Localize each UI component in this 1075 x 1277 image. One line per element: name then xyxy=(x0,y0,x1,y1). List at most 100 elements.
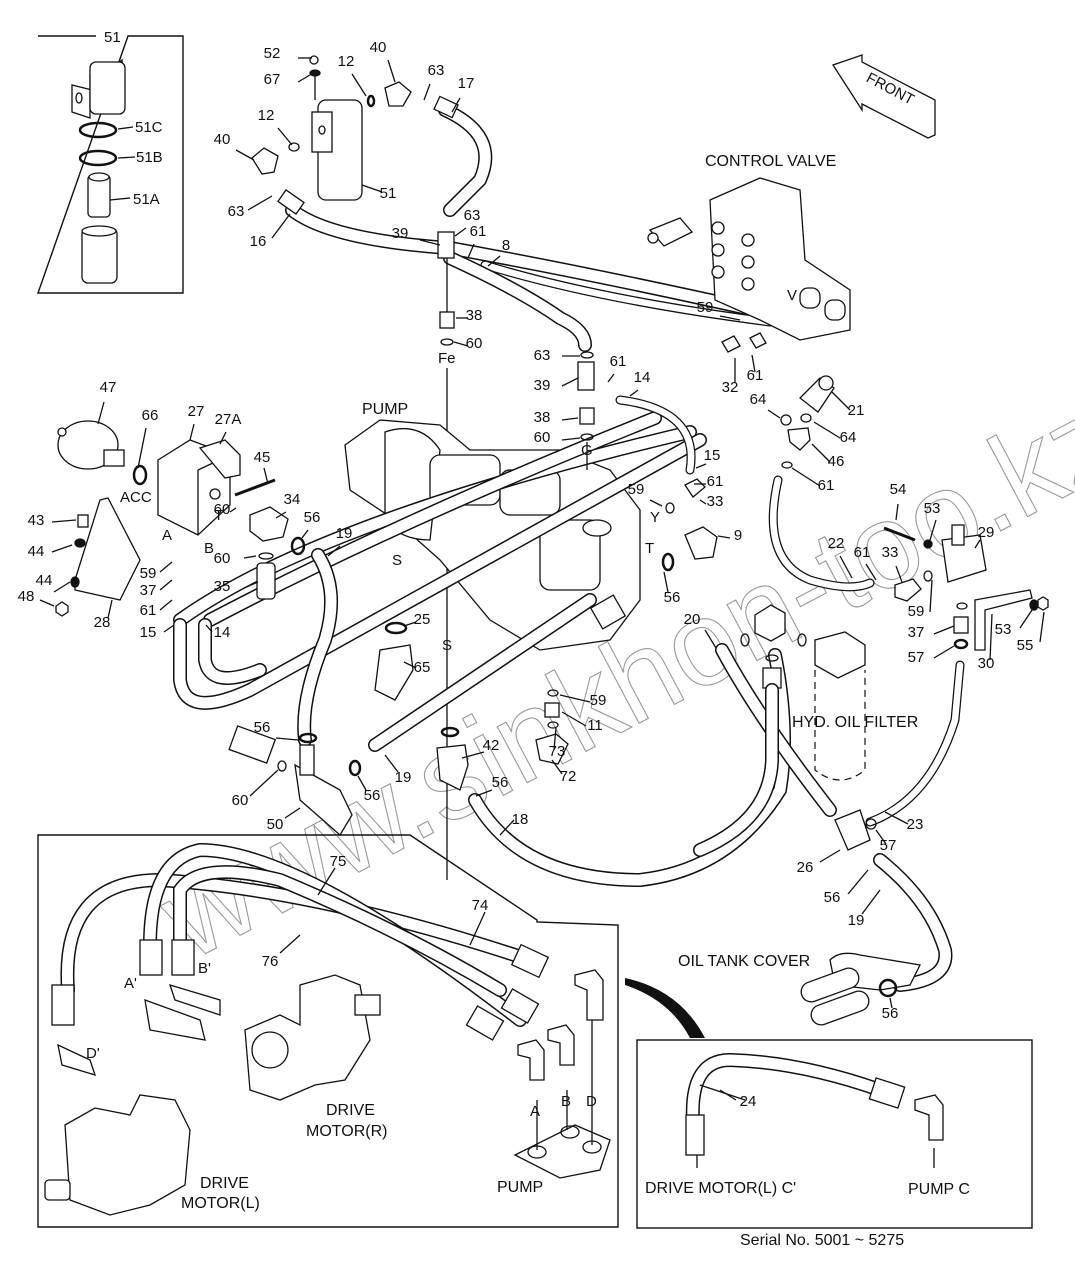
part-label-p53a: 53 xyxy=(924,500,941,517)
drive-motor-l-caption-1: DRIVE xyxy=(200,1175,249,1192)
part-label-p61e: 61 xyxy=(707,473,724,490)
part-label-p46: 46 xyxy=(828,453,845,470)
part-label-p11: 11 xyxy=(587,717,603,734)
part-label-p65: 65 xyxy=(414,659,431,676)
part-label-p59c: 59 xyxy=(140,565,157,582)
part-label-p59a: 59 xyxy=(697,299,714,316)
filter-kit-title: 51 xyxy=(104,29,121,46)
leader-line-p19b xyxy=(384,754,399,773)
leader-line-p44a xyxy=(51,544,73,553)
part-label-p24: 24 xyxy=(740,1093,757,1110)
part-label-p38a: 38 xyxy=(466,307,483,324)
leader-line-p61b xyxy=(751,354,756,373)
part-label-p43: 43 xyxy=(28,512,45,529)
pump-c-inset: DRIVE MOTOR(L) C' PUMP C xyxy=(636,1039,1033,1229)
leader-line-p59a xyxy=(719,315,741,321)
leader-line-p60a xyxy=(453,341,469,347)
port-t-pump: T xyxy=(645,540,654,557)
leader-line-p39a xyxy=(419,239,441,246)
leader-line-p26 xyxy=(819,849,841,863)
leader-line-p45 xyxy=(263,467,269,485)
part-label-p56e: 56 xyxy=(492,774,509,791)
part-label-p57b: 57 xyxy=(880,837,897,854)
leader-line-p11 xyxy=(561,711,587,727)
leader-line-p60e xyxy=(249,769,279,797)
part-label-p40b: 40 xyxy=(214,131,231,148)
tee-50-icon xyxy=(294,763,353,837)
part-label-p73: 73 xyxy=(549,743,566,760)
port-a-block: A xyxy=(162,527,172,544)
port-letters: Fe G S S Y T T A B V xyxy=(162,287,797,654)
part-label-p14a: 14 xyxy=(634,369,651,386)
part-label-p61c: 61 xyxy=(610,353,627,370)
part-label-p8: 8 xyxy=(502,237,510,254)
pump-inset-caption: PUMP xyxy=(497,1179,543,1196)
front-arrow-icon: FRONT xyxy=(832,54,936,139)
leader-line-p66 xyxy=(137,427,147,469)
leader-line-p33a xyxy=(699,499,707,505)
leader-line-p56f xyxy=(847,869,869,895)
return-filter-assembly xyxy=(251,55,797,880)
leader-line-p47 xyxy=(97,401,105,425)
leader-line-p63c xyxy=(454,227,467,237)
leader-line-p21 xyxy=(831,391,851,411)
part-label-p39a: 39 xyxy=(392,225,409,242)
leader-line-p63b xyxy=(247,195,273,211)
part-label-p35: 35 xyxy=(214,578,231,595)
leader-line-p57a xyxy=(933,645,955,659)
right-side-lines xyxy=(577,351,1049,651)
leader-line-p38b xyxy=(561,417,579,421)
port-a-pump: A xyxy=(530,1103,540,1120)
leader-line-p46 xyxy=(811,443,831,463)
port-a-prime: A' xyxy=(124,975,137,992)
part-label-p59d: 59 xyxy=(590,692,607,709)
part-label-p15a: 15 xyxy=(704,447,721,464)
part-label-p56f: 56 xyxy=(824,889,841,906)
part-label-p30: 30 xyxy=(978,655,995,672)
leader-line-p40a xyxy=(387,59,396,83)
leader-line-p37b xyxy=(933,625,955,635)
valve-block-27: ACC xyxy=(55,420,306,617)
part-label-p56b: 56 xyxy=(304,509,321,526)
leader-line-p60d xyxy=(243,555,257,559)
part-label-p9: 9 xyxy=(734,527,742,544)
leader-line-p27a xyxy=(219,431,227,445)
port-d-pump: D xyxy=(586,1093,597,1110)
leader-line-p61c xyxy=(607,373,615,383)
part-label-p42: 42 xyxy=(483,737,500,754)
part-label-p20: 20 xyxy=(684,611,701,628)
part-label-p64b: 64 xyxy=(840,429,857,446)
part-label-p29: 29 xyxy=(978,524,995,541)
part-label-p72: 72 xyxy=(560,768,577,785)
accumulator-icon xyxy=(57,420,119,470)
part-label-p47: 47 xyxy=(100,379,117,396)
leader-line-p59d xyxy=(559,694,591,703)
leader-line-p14a xyxy=(629,389,639,397)
leader-line-p19c xyxy=(861,889,881,915)
leader-line-p56e xyxy=(475,789,493,797)
part-label-p50: 50 xyxy=(267,816,284,833)
leader-line-p73 xyxy=(553,727,557,751)
port-y: Y xyxy=(650,509,660,526)
part-label-p54: 54 xyxy=(890,481,907,498)
leader-line-p34 xyxy=(275,511,287,519)
part-label-p59b: 59 xyxy=(628,481,645,498)
part-label-p60d: 60 xyxy=(214,550,231,567)
part-label-p56d: 56 xyxy=(364,787,381,804)
serial-number-note: Serial No. 5001 ~ 5275 xyxy=(740,1232,904,1249)
part-label-p61f: 61 xyxy=(140,602,157,619)
leader-line-p55 xyxy=(1039,611,1045,643)
part-label-p66: 66 xyxy=(142,407,159,424)
oil-tank-cover-caption: OIL TANK COVER xyxy=(678,953,810,970)
part-label-p52: 52 xyxy=(264,45,281,62)
port-g: G xyxy=(581,442,593,459)
port-t-block: T xyxy=(214,507,223,524)
part-label-p28: 28 xyxy=(94,614,111,631)
part-label-p61d: 61 xyxy=(818,477,835,494)
part-label-p60e: 60 xyxy=(232,792,249,809)
leader-line-p8 xyxy=(487,255,501,267)
part-label-p19c: 19 xyxy=(848,912,865,929)
part-label-p67: 67 xyxy=(264,71,281,88)
part-label-p59e: 59 xyxy=(908,603,925,620)
